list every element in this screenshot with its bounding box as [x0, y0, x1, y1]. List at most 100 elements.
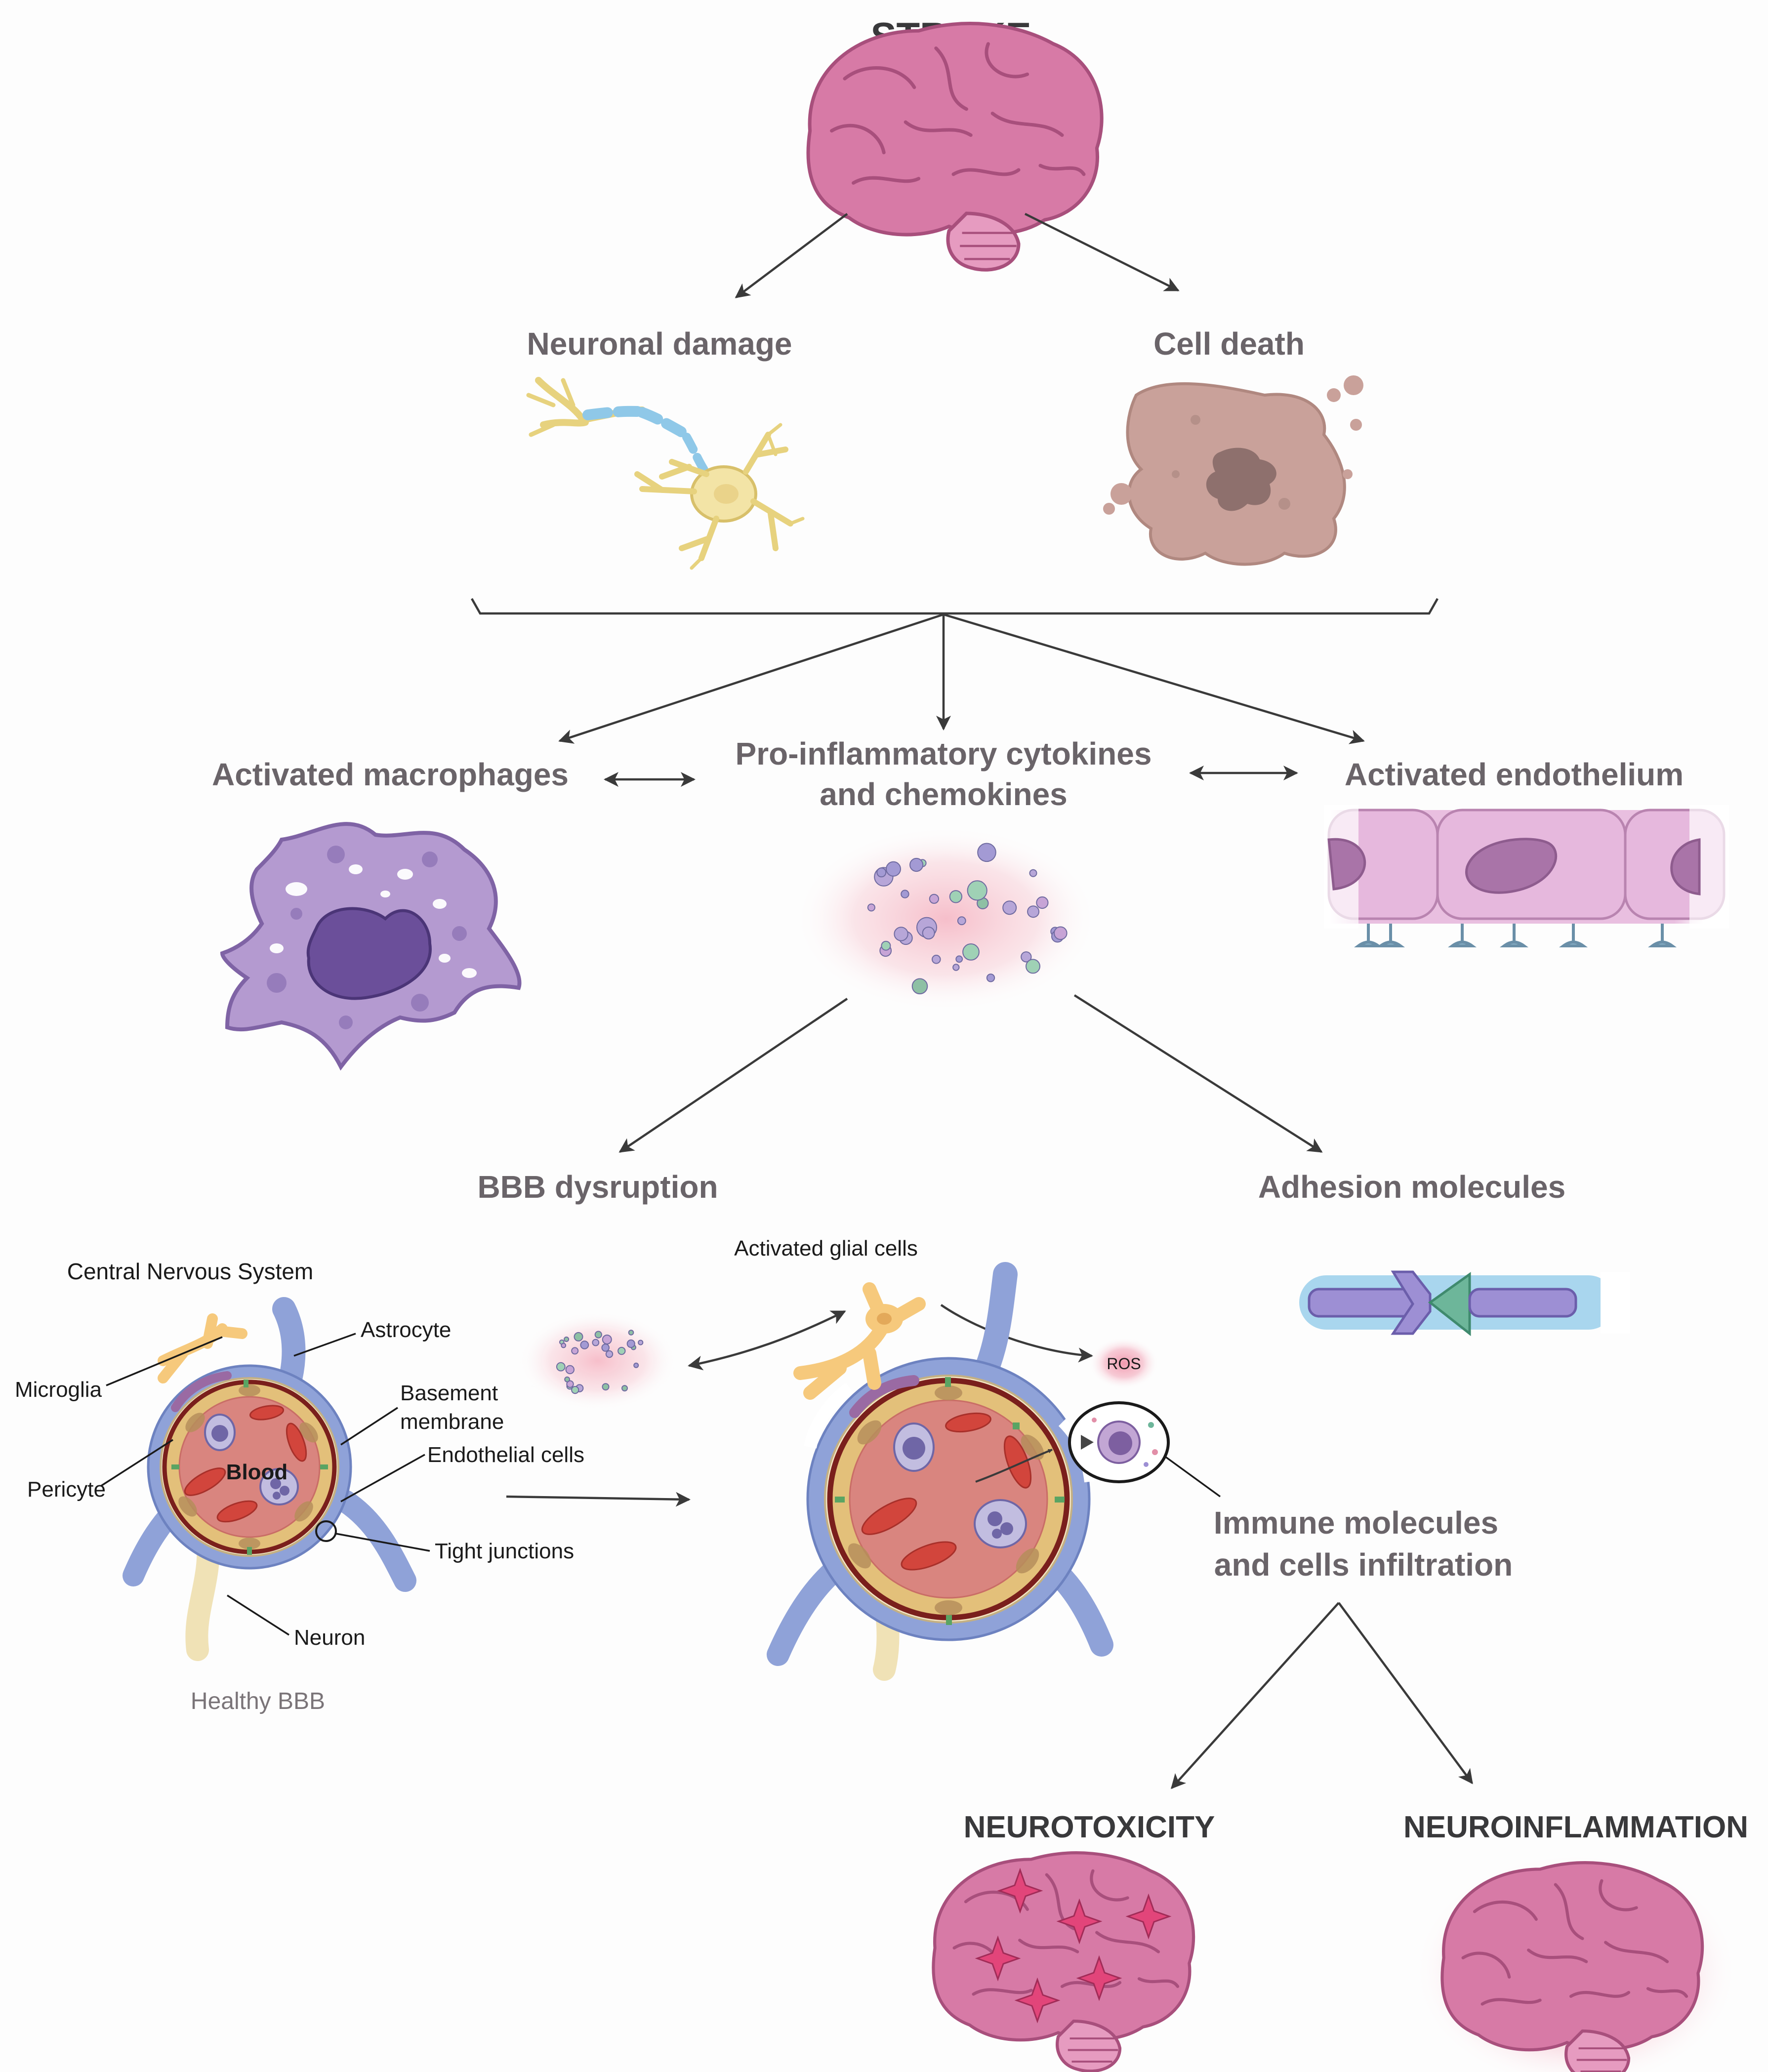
cns-heading: Central Nervous System	[67, 1259, 314, 1284]
cytokine-particle	[571, 1347, 579, 1355]
neuronal-damage-label: Neuronal damage	[527, 326, 792, 362]
arrow-brain-to-neuronal-damage	[735, 213, 848, 298]
arrow-healthy-to-disrupted	[506, 1492, 691, 1507]
tight-junction-leader	[335, 1533, 430, 1552]
cytokine-particle	[1021, 951, 1032, 963]
healthy-bbb-caption: Healthy BBB	[191, 1688, 325, 1714]
cytokine-particle	[909, 857, 924, 872]
cytokine-particle	[564, 1376, 570, 1382]
disrupted-bbb-vessel-icon	[767, 1262, 1113, 1681]
cytokine-particle	[594, 1331, 602, 1339]
cytokine-particle	[957, 916, 966, 926]
cytokine-particle	[932, 955, 941, 964]
cytokine-particle	[1036, 896, 1049, 909]
arrow-to-bbb-dysruption	[618, 998, 848, 1153]
cytokine-particle	[955, 955, 963, 963]
activated-glial-label: Activated glial cells	[734, 1236, 918, 1260]
cytokine-particle	[894, 927, 908, 941]
cytokine-particle	[605, 1350, 614, 1358]
cytokine-particle	[617, 1346, 626, 1355]
astrocyte-leader	[293, 1333, 356, 1357]
cytokine-particle	[633, 1362, 639, 1368]
arrow-to-endothelium	[943, 613, 1365, 744]
cytokine-particle	[886, 861, 901, 877]
inflamed-brain-icon	[1413, 1852, 1739, 2072]
cytokine-particle	[626, 1339, 635, 1348]
infiltration-zoom-icon	[1068, 1401, 1170, 1483]
cytokine-particle	[876, 867, 887, 878]
healthy-bbb-vessel-icon	[123, 1297, 416, 1661]
cytokine-particle	[571, 1386, 579, 1394]
cell-death-label: Cell death	[1153, 326, 1305, 362]
small-cytokine-cloud-icon	[519, 1311, 677, 1410]
cytokines-label-line2: and chemokines	[820, 776, 1068, 812]
cytokine-particle	[949, 890, 963, 903]
damaged-neuron-icon	[526, 377, 805, 570]
neurotoxicity-label: NEUROTOXICITY	[964, 1810, 1215, 1844]
cytokine-particle	[564, 1337, 570, 1342]
cytokines-label-line1: Pro-inflammatory cytokines	[736, 736, 1152, 772]
adhesion-molecules-label: Adhesion molecules	[1258, 1169, 1565, 1205]
dead-cell-icon	[1103, 375, 1363, 566]
arrow-to-neurotoxicity	[1170, 1602, 1340, 1789]
basement-leader	[340, 1407, 398, 1446]
arrow-brain-to-cell-death	[1024, 212, 1180, 292]
cytokine-particle	[911, 978, 928, 995]
cytokine-particle	[638, 1340, 644, 1345]
cytokine-particle	[881, 940, 891, 951]
cytokine-particle	[977, 843, 996, 862]
cytokine-particle	[556, 1362, 566, 1372]
zoom-leader	[1165, 1456, 1221, 1498]
activated-endothelium-label: Activated endothelium	[1345, 757, 1684, 792]
infiltration-label-line1: Immune molecules	[1214, 1505, 1498, 1541]
astrocyte-label: Astrocyte	[361, 1318, 451, 1342]
neuron-label: Neuron	[294, 1625, 365, 1650]
endothelial-cells-label: Endothelial cells	[427, 1443, 584, 1467]
neuroinflammation-label: NEUROINFLAMMATION	[1403, 1810, 1748, 1844]
cytokine-particle	[628, 1330, 634, 1336]
endothelial-leader	[340, 1454, 425, 1503]
cytokine-particle	[986, 974, 995, 982]
arrow-to-macrophages	[558, 613, 944, 744]
cytokine-particle	[962, 943, 980, 961]
ros-label: ROS	[1107, 1355, 1141, 1373]
cytokine-particle	[602, 1383, 610, 1391]
blood-label: Blood	[226, 1460, 288, 1484]
cytokine-particle	[1029, 869, 1037, 877]
cytokine-particle	[967, 880, 987, 901]
arrow-to-adhesion-molecules	[1073, 994, 1323, 1153]
arrow-to-neuroinflammation	[1338, 1602, 1473, 1785]
cytokine-particle	[574, 1332, 583, 1341]
cytokine-particle	[867, 903, 876, 912]
stroke-brain-icon	[808, 24, 1102, 270]
cytokine-particle	[952, 964, 960, 971]
cytokine-particle	[1027, 905, 1040, 918]
bbb-dysruption-label: BBB dysruption	[477, 1169, 718, 1205]
microglia-leader	[106, 1336, 223, 1386]
merge-bracket	[471, 598, 1439, 615]
cytokine-particle	[580, 1341, 589, 1349]
infiltration-label-line2: and cells infiltration	[1214, 1547, 1513, 1583]
adhesion-molecule-icon	[1299, 1270, 1630, 1337]
double-arrow-cytokines-glia	[688, 1310, 846, 1371]
cytokine-particle	[566, 1380, 574, 1388]
cytokine-particle	[1026, 959, 1040, 974]
cytokine-particle	[601, 1343, 610, 1352]
cytokine-particle	[561, 1342, 567, 1348]
cytokine-particle	[1054, 926, 1068, 940]
pericyte-label: Pericyte	[27, 1477, 106, 1502]
cytokine-particle	[592, 1339, 600, 1346]
cytokine-particle	[1002, 900, 1017, 915]
microglia-label: Microglia	[15, 1378, 102, 1402]
tight-junctions-label: Tight junctions	[435, 1539, 574, 1563]
arrow-glia-to-ros	[940, 1304, 1093, 1363]
ros-glow-icon	[1089, 1338, 1158, 1389]
cytokine-particle	[929, 894, 940, 904]
cytokine-cloud-icon	[793, 825, 1099, 1013]
activated-macrophages-label: Activated macrophages	[212, 757, 569, 792]
basement-label-line1: Basement	[400, 1381, 498, 1405]
basement-label-line2: membrane	[400, 1410, 504, 1434]
cytokine-particle	[602, 1335, 612, 1344]
